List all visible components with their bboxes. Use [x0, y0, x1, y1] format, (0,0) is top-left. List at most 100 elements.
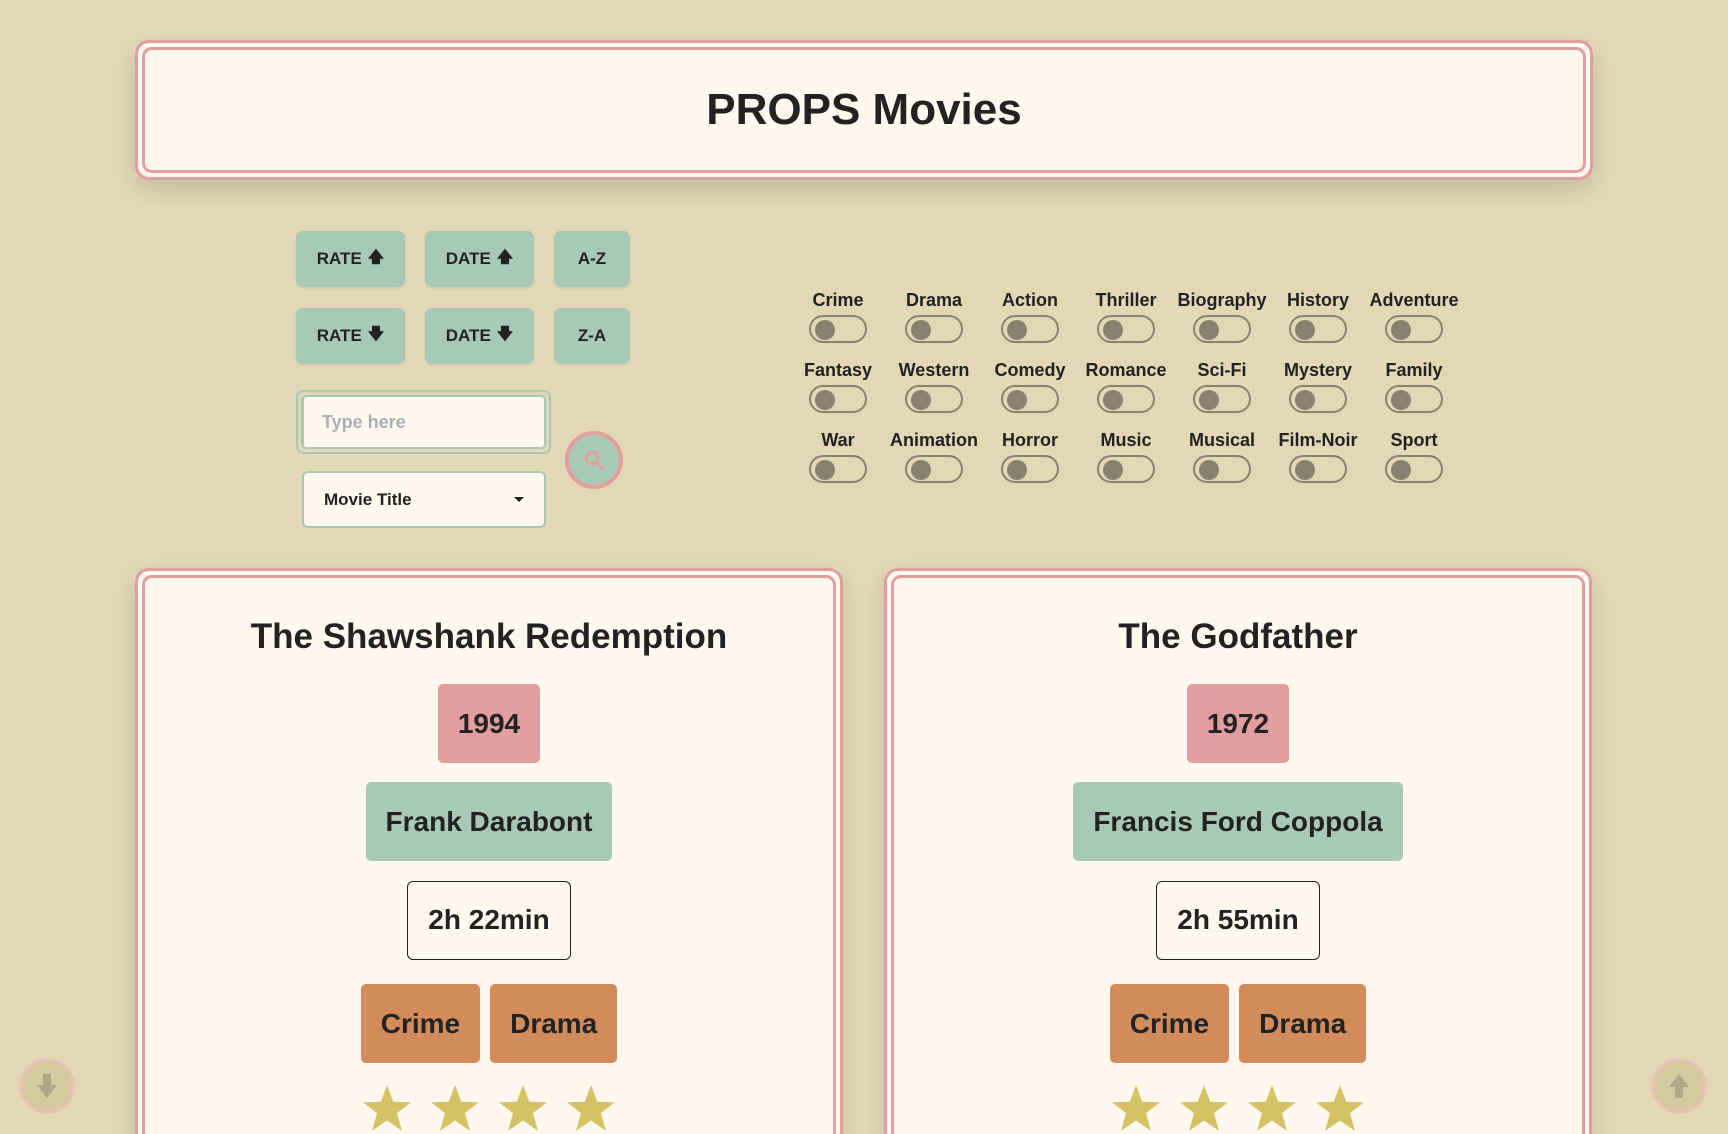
sort-za-button[interactable]: Z-A	[554, 308, 630, 364]
genre-filter-label: Sci-Fi	[1197, 360, 1247, 380]
movie-title: The Godfather	[1118, 617, 1358, 656]
genre-toggle-switch[interactable]	[809, 315, 867, 343]
toggle-knob	[1391, 460, 1411, 480]
movie-genre-badge: Crime	[360, 984, 481, 1063]
genre-filter-sci-fi: Sci-Fi	[1174, 359, 1270, 413]
genre-toggle-switch[interactable]	[1289, 385, 1347, 413]
genre-toggle-switch[interactable]	[1097, 385, 1155, 413]
genre-filter-label: Music	[1100, 430, 1152, 450]
genre-toggle-switch[interactable]	[809, 385, 867, 413]
movie-runtime-badge: 2h 22min	[407, 881, 571, 960]
genre-filter-label: Action	[1002, 290, 1058, 310]
arrow-down-icon	[37, 1074, 57, 1098]
genre-filter-label: History	[1286, 290, 1349, 310]
search-button[interactable]	[565, 431, 623, 489]
genre-toggle-switch[interactable]	[1097, 315, 1155, 343]
toggle-knob	[911, 320, 931, 340]
genre-toggle-switch[interactable]	[809, 455, 867, 483]
toggle-knob	[1007, 390, 1027, 410]
movie-genre-badge: Drama	[1239, 984, 1367, 1063]
toggle-knob	[815, 460, 835, 480]
movie-director-badge: Francis Ford Coppola	[1073, 782, 1403, 861]
star-icon	[362, 1085, 412, 1133]
arrow-down-icon: 🡇	[367, 325, 385, 343]
genre-filter-label: Comedy	[994, 360, 1066, 380]
toggle-knob	[1103, 460, 1123, 480]
toggle-knob	[1007, 320, 1027, 340]
genre-filter-musical: Musical	[1174, 429, 1270, 483]
genre-filter-history: History	[1270, 289, 1366, 343]
genre-filter-label: Romance	[1085, 360, 1167, 380]
genre-toggle-switch[interactable]	[1193, 455, 1251, 483]
genre-filter-family: Family	[1366, 359, 1462, 413]
genre-toggle-switch[interactable]	[1289, 455, 1347, 483]
star-icon	[566, 1085, 616, 1133]
genre-toggle-switch[interactable]	[1385, 385, 1443, 413]
toggle-knob	[1391, 390, 1411, 410]
genre-filter-label: Family	[1385, 360, 1443, 380]
genre-toggle-switch[interactable]	[1097, 455, 1155, 483]
genre-filter-label: Sport	[1390, 430, 1438, 450]
genre-toggle-switch[interactable]	[1193, 315, 1251, 343]
sort-az-button[interactable]: A-Z	[554, 231, 630, 287]
genre-toggle-switch[interactable]	[1385, 455, 1443, 483]
genre-filter-adventure: Adventure	[1366, 289, 1462, 343]
genre-filter-biography: Biography	[1174, 289, 1270, 343]
genre-filter-war: War	[790, 429, 886, 483]
genre-toggle-switch[interactable]	[1385, 315, 1443, 343]
genre-filter-fantasy: Fantasy	[790, 359, 886, 413]
search-input[interactable]	[301, 395, 546, 449]
genre-toggle-switch[interactable]	[1001, 385, 1059, 413]
star-icon	[1315, 1085, 1365, 1133]
toggle-knob	[1007, 460, 1027, 480]
genre-filter-label: Drama	[905, 290, 963, 310]
arrow-up-icon: 🡅	[496, 248, 514, 266]
genre-filter-label: Horror	[1001, 430, 1058, 450]
genre-filter-animation: Animation	[886, 429, 982, 483]
sort-rate-desc-button[interactable]: RATE 🡇	[296, 308, 405, 364]
toggle-knob	[1103, 390, 1123, 410]
genre-toggle-switch[interactable]	[1193, 385, 1251, 413]
genre-filter-romance: Romance	[1078, 359, 1174, 413]
toggle-knob	[1199, 460, 1219, 480]
search-field-wrapper	[296, 390, 551, 454]
genre-toggle-switch[interactable]	[1289, 315, 1347, 343]
search-icon	[584, 450, 604, 470]
sort-date-asc-label: DATE	[445, 249, 491, 268]
genre-filter-western: Western	[886, 359, 982, 413]
toggle-knob	[911, 460, 931, 480]
genre-toggle-switch[interactable]	[1001, 315, 1059, 343]
arrow-down-icon: 🡇	[496, 325, 514, 343]
genre-toggle-switch[interactable]	[1001, 455, 1059, 483]
toggle-knob	[1199, 390, 1219, 410]
toggle-knob	[911, 390, 931, 410]
sort-date-desc-button[interactable]: DATE 🡇	[425, 308, 534, 364]
genre-filter-crime: Crime	[790, 289, 886, 343]
genre-toggle-switch[interactable]	[905, 315, 963, 343]
sort-date-asc-button[interactable]: DATE 🡅	[425, 231, 534, 287]
genre-filter-label: Adventure	[1369, 290, 1459, 310]
genre-filter-film-noir: Film-Noir	[1270, 429, 1366, 483]
movie-rating-stars	[362, 1085, 616, 1133]
genre-filter-label: Crime	[812, 290, 864, 310]
star-icon	[1111, 1085, 1161, 1133]
arrow-up-icon	[1669, 1074, 1689, 1098]
scroll-up-button[interactable]	[1651, 1058, 1707, 1114]
arrow-up-icon: 🡅	[367, 248, 385, 266]
star-icon	[1179, 1085, 1229, 1133]
search-by-select[interactable]: Movie Title	[302, 471, 546, 528]
genre-toggle-switch[interactable]	[905, 385, 963, 413]
toggle-knob	[815, 390, 835, 410]
movie-genre-badge: Drama	[490, 984, 618, 1063]
sort-rate-asc-button[interactable]: RATE 🡅	[296, 231, 405, 287]
movie-year-badge: 1994	[437, 684, 541, 763]
genre-filter-music: Music	[1078, 429, 1174, 483]
genre-filter-horror: Horror	[982, 429, 1078, 483]
star-icon	[498, 1085, 548, 1133]
genre-filter-label: Biography	[1177, 290, 1267, 310]
genre-toggle-switch[interactable]	[905, 455, 963, 483]
scroll-down-button[interactable]	[19, 1058, 75, 1114]
